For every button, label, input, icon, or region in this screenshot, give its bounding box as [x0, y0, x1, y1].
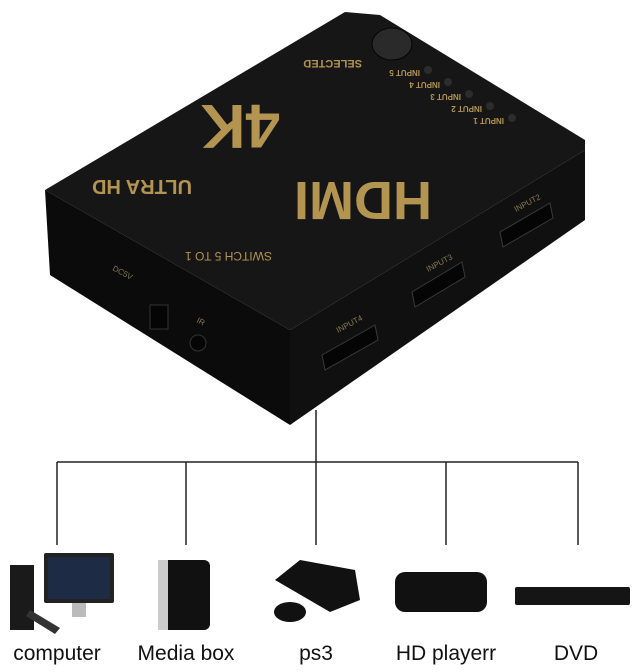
led-label-3: INPUT 3 [430, 92, 461, 101]
media-box-icon [158, 560, 210, 630]
badge-4k: 4K [201, 91, 280, 160]
ps3-icon [274, 560, 360, 622]
source-label-ps3: ps3 [299, 642, 333, 665]
hdmi-port-input4[interactable] [321, 324, 379, 371]
brand-logo: HDMI [294, 170, 432, 230]
led-label-2: INPUT 2 [451, 104, 482, 113]
selected-label: SELECTED [303, 57, 362, 69]
dc-power-jack[interactable] [149, 304, 169, 330]
led-label-1: INPUT 1 [473, 116, 504, 125]
ultra-hd-label: ULTRA HD [92, 175, 192, 197]
led-label-5: INPUT 5 [389, 68, 420, 77]
ir-jack [189, 334, 207, 352]
ir-label: IR [195, 316, 206, 328]
select-button[interactable] [371, 27, 413, 61]
led-indicators [424, 66, 516, 122]
source-label-computer: computer [13, 642, 101, 665]
hdmi-port-input3[interactable] [411, 261, 466, 308]
computer-icon [10, 553, 114, 634]
hd-player-icon [395, 572, 487, 612]
model-line: SWITCH 5 TO 1 [185, 249, 272, 263]
led-label-4: INPUT 4 [409, 80, 440, 89]
hdmi-ports [321, 202, 554, 371]
connection-lines [56, 410, 579, 545]
hdmi-switch-device: SELECTED INPUT 5 INPUT 4 INPUT 3 INPUT 2… [45, 12, 585, 425]
source-label-dvd: DVD [553, 642, 599, 665]
hdmi-port-input2[interactable] [499, 202, 554, 248]
source-label-hd-player: HD playerr [395, 642, 497, 665]
dvd-player-icon [515, 587, 630, 605]
source-label-media-box: Media box [137, 642, 235, 665]
